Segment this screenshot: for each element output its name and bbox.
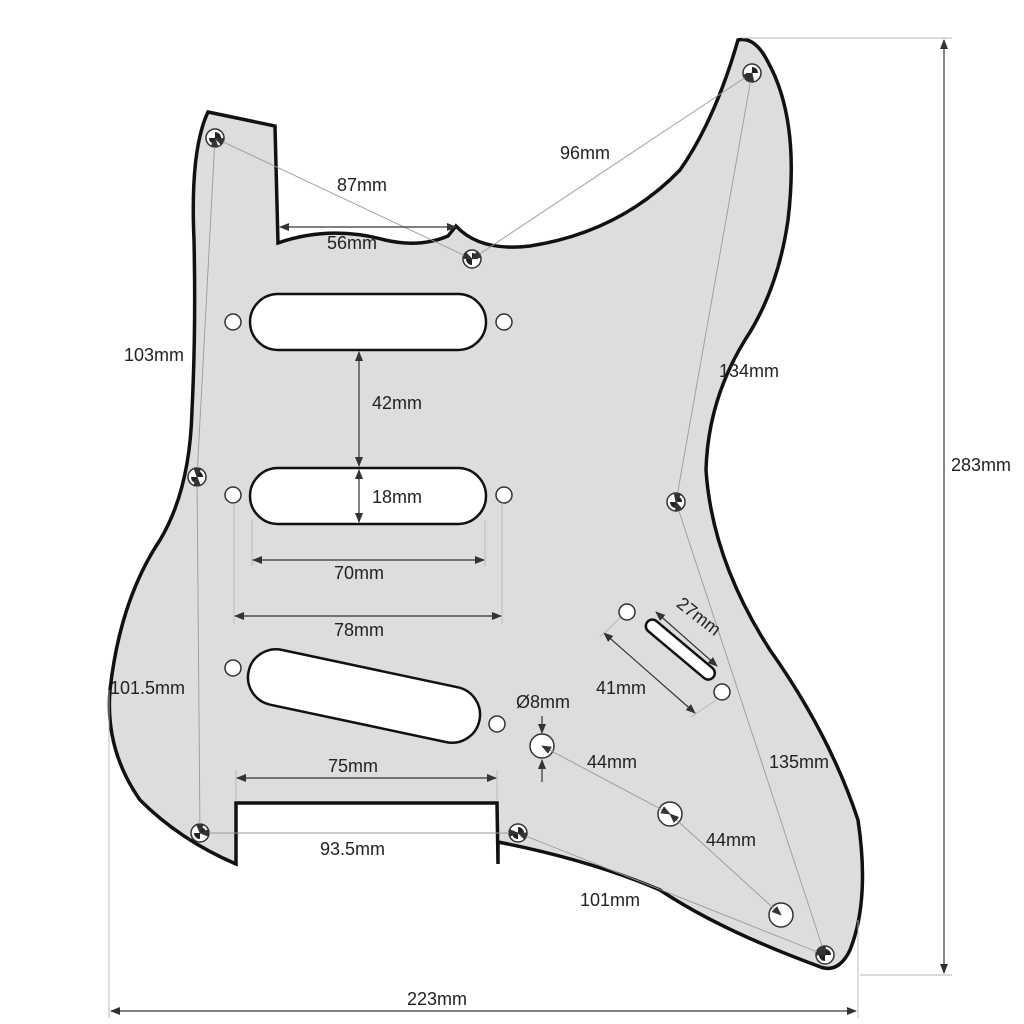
dim-line-44b [669, 813, 782, 916]
bridge-pickup-slot [246, 648, 482, 744]
pickup-mount-hole [224, 313, 242, 331]
dim-line-134 [673, 72, 755, 503]
label-223mm: 223mm [407, 989, 467, 1009]
label-42mm: 42mm [372, 393, 422, 413]
label-101mm: 101mm [580, 890, 640, 910]
switch-mount-hole [618, 603, 636, 621]
neck-pickup-slot [248, 292, 488, 352]
pickup-mount-hole [224, 486, 242, 504]
label-70mm: 70mm [334, 563, 384, 583]
pickup-mount-hole [495, 486, 513, 504]
dim-line-103 [193, 137, 219, 478]
label-87mm: 87mm [337, 175, 387, 195]
label-93-5mm: 93.5mm [320, 839, 385, 859]
label-134mm: 134mm [719, 361, 779, 381]
dim-line-101-5 [193, 476, 204, 834]
label-41mm: 41mm [596, 678, 646, 698]
dim-line-41 [603, 632, 696, 714]
label-283mm: 283mm [951, 455, 1011, 475]
label-78mm: 78mm [334, 620, 384, 640]
switch-mount-hole [713, 683, 731, 701]
label-135mm: 135mm [769, 752, 829, 772]
dim-line-44a [541, 745, 671, 815]
label-44mm-first: 44mm [587, 752, 637, 772]
middle-pickup-slot [248, 466, 488, 526]
dim-line-87 [214, 137, 473, 260]
label-8mm-diameter: Ø8mm [516, 692, 570, 712]
pickup-mount-hole [488, 715, 506, 733]
label-101-5mm: 101.5mm [110, 678, 185, 698]
label-103mm: 103mm [124, 345, 184, 365]
pickup-mount-hole [224, 659, 242, 677]
label-44mm-second: 44mm [706, 830, 756, 850]
label-96mm: 96mm [560, 143, 610, 163]
pickup-mount-hole [495, 313, 513, 331]
label-18mm: 18mm [372, 487, 422, 507]
label-56mm: 56mm [327, 233, 377, 253]
label-75mm: 75mm [328, 756, 378, 776]
